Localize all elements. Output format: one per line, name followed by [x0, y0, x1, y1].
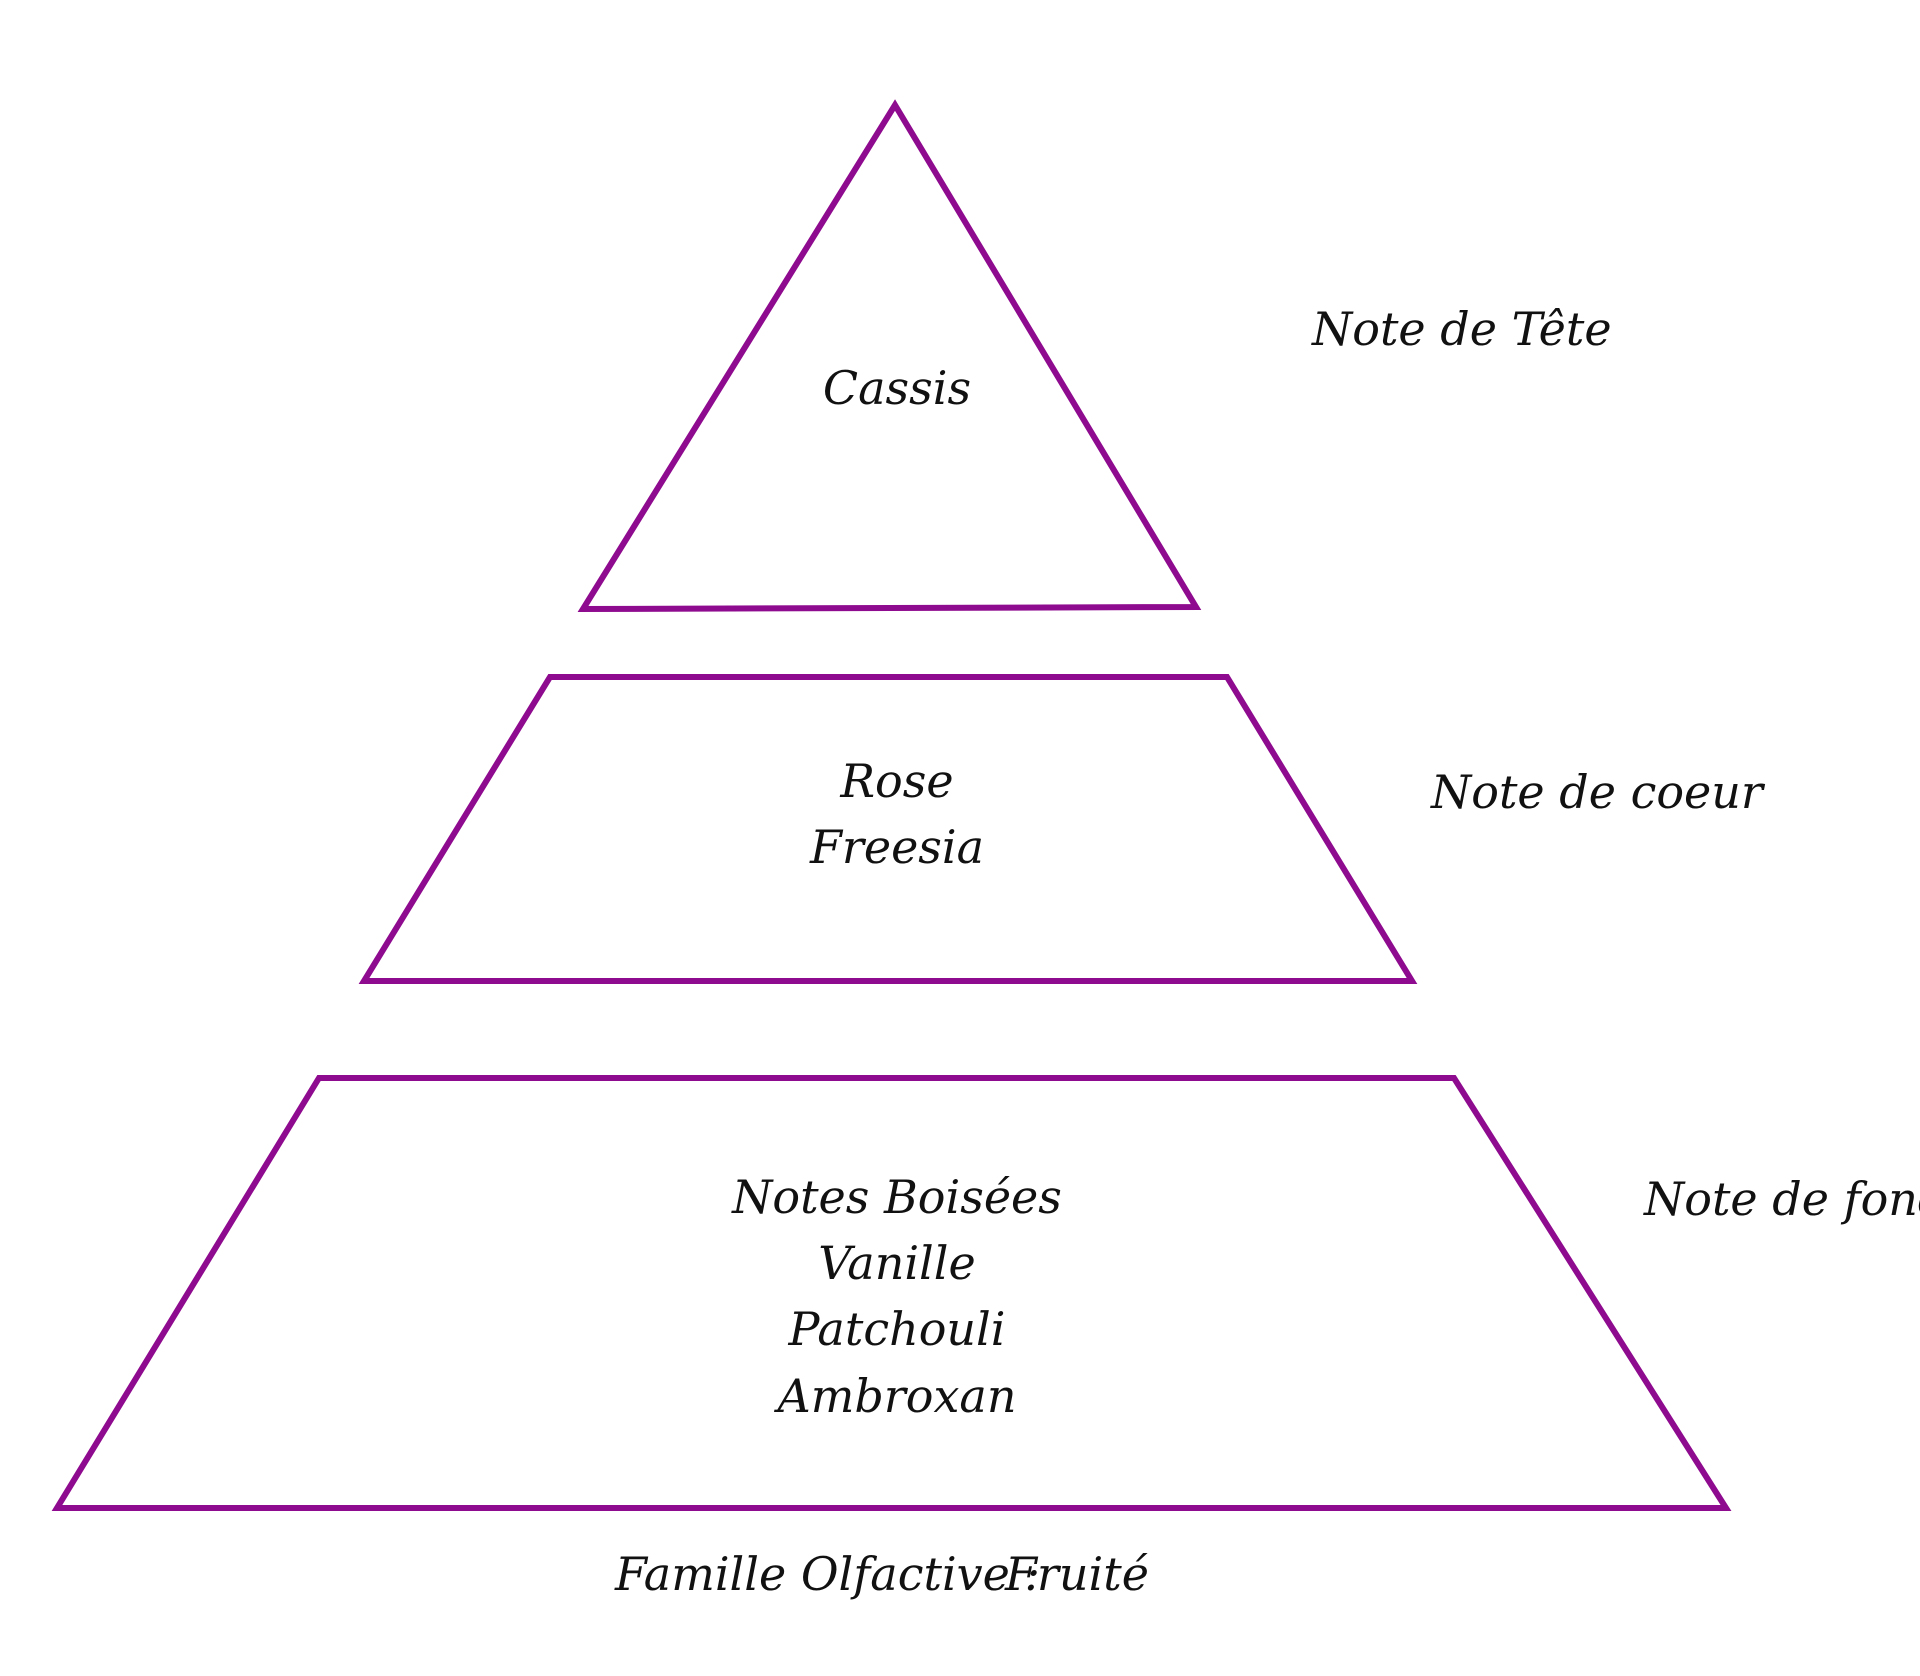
olfactive-family-label: Famille Olfactive : — [614, 1547, 1040, 1601]
base-tier-label: Note de fond — [1643, 1172, 1920, 1226]
heart-note-freesia: Freesia — [809, 820, 984, 874]
top-tier-label: Note de Tête — [1311, 302, 1612, 356]
base-note-vanille: Vanille — [818, 1236, 975, 1290]
heart-tier-label: Note de coeur — [1430, 765, 1766, 819]
top-note-cassis: Cassis — [823, 361, 971, 415]
middle-tier-trapezoid — [358, 674, 1418, 984]
heart-note-rose: Rose — [839, 754, 953, 808]
top-tier-triangle — [577, 99, 1202, 613]
olfactive-family-value: Fruité — [1004, 1547, 1149, 1601]
base-note-boisees: Notes Boisées — [731, 1170, 1062, 1224]
base-tier-trapezoid — [51, 1075, 1732, 1511]
base-note-patchouli: Patchouli — [788, 1302, 1006, 1356]
base-note-ambroxan: Ambroxan — [774, 1369, 1017, 1423]
